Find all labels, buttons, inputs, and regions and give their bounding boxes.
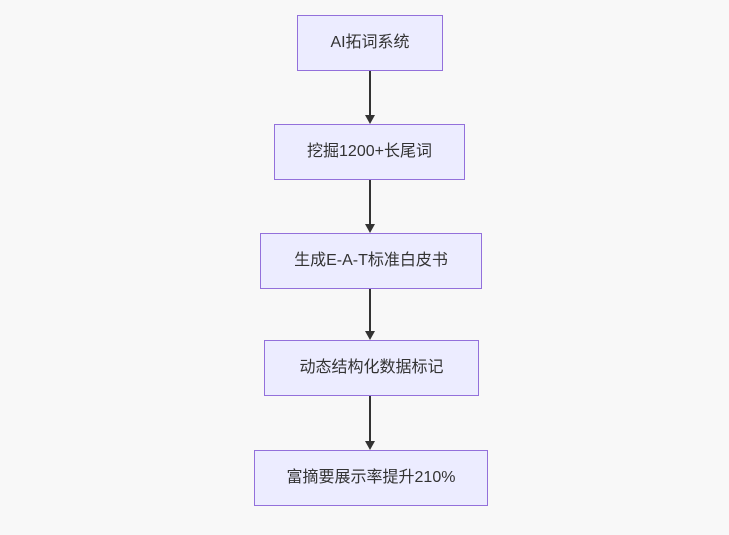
arrow-shaft	[369, 180, 371, 224]
flow-node-label: 生成E-A-T标准白皮书	[294, 252, 448, 269]
flow-node-step-5: 富摘要展示率提升210%	[254, 450, 488, 506]
flow-node-step-1: AI拓词系统	[297, 15, 443, 71]
arrow-head-icon	[365, 331, 375, 340]
flow-node-label: 挖掘1200+长尾词	[307, 143, 432, 160]
arrow-head-icon	[365, 115, 375, 124]
flow-arrow-4	[365, 396, 375, 450]
arrow-shaft	[369, 71, 371, 115]
flow-node-step-2: 挖掘1200+长尾词	[274, 124, 465, 180]
flow-node-label: 动态结构化数据标记	[299, 359, 444, 376]
arrow-head-icon	[365, 441, 375, 450]
arrow-head-icon	[365, 224, 375, 233]
flow-arrow-2	[365, 180, 375, 233]
flow-node-label: AI拓词系统	[330, 34, 410, 51]
arrow-shaft	[369, 396, 371, 441]
flow-node-step-4: 动态结构化数据标记	[264, 340, 479, 396]
flow-arrow-3	[365, 289, 375, 340]
flow-node-step-3: 生成E-A-T标准白皮书	[260, 233, 482, 289]
arrow-shaft	[369, 289, 371, 331]
flow-arrow-1	[365, 71, 375, 124]
flow-node-label: 富摘要展示率提升210%	[286, 469, 456, 486]
